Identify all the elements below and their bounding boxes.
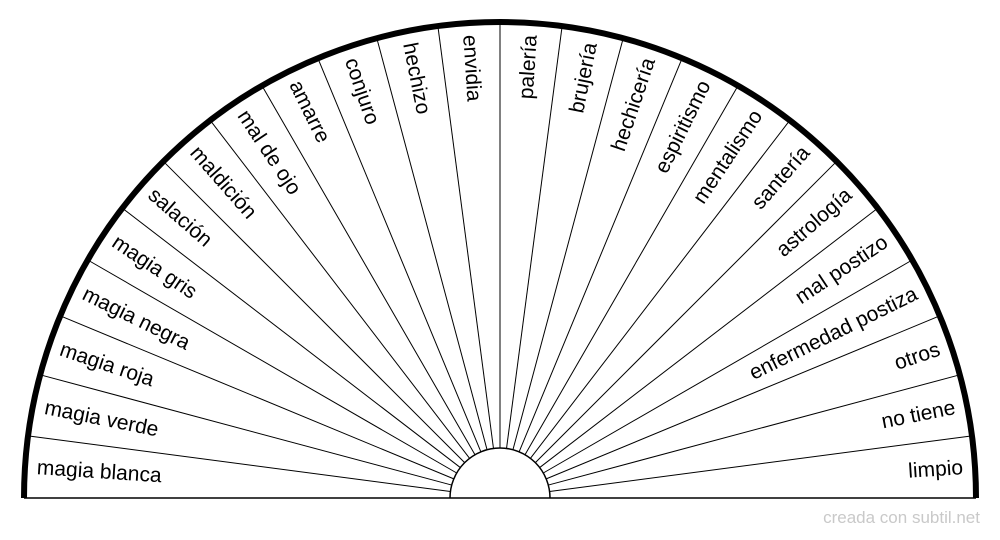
segment-divider (163, 161, 465, 463)
segment-label: astrología (772, 183, 857, 261)
segment-label: palería (515, 34, 542, 100)
segment-divider (261, 85, 476, 455)
segment-label: envidia (458, 34, 485, 102)
segment-label: no tiene (880, 396, 958, 433)
segment-label: otros (891, 338, 943, 375)
segment-label: limpio (908, 456, 964, 483)
segment-divider (122, 207, 461, 468)
segment-label: magia verde (43, 396, 161, 441)
segment-divider (40, 374, 452, 486)
segment-label: maldición (185, 142, 261, 224)
segment-divider (546, 315, 940, 480)
segment-divider (209, 120, 470, 459)
segment-divider (437, 26, 494, 449)
segment-label: magia blanca (36, 456, 162, 487)
segment-label: hechizo (398, 41, 435, 116)
watermark-credit: creada con subtil.net (823, 508, 980, 527)
segment-divider (535, 161, 837, 463)
segment-label: mal de ojo (233, 106, 306, 199)
segment-divider (60, 315, 454, 480)
outer-arc (21, 19, 979, 499)
segment-label: enfermedad postiza (746, 282, 922, 384)
segment-divider (87, 259, 457, 474)
segment-divider (549, 435, 972, 492)
segment-divider (530, 120, 791, 459)
segment-divider (376, 38, 488, 450)
segment-divider (518, 58, 683, 452)
segment-label: espiritismo (651, 77, 716, 177)
segment-label: santería (747, 141, 815, 213)
segment-divider (543, 259, 913, 474)
segment-label: amarre (284, 77, 334, 147)
segment-label: salación (144, 183, 217, 251)
segment-label: conjuro (340, 55, 384, 128)
segment-divider (524, 85, 739, 455)
segment-label: brujería (565, 40, 602, 115)
segment-divider (539, 207, 878, 468)
inner-hub-arc (449, 447, 551, 499)
segment-divider (512, 38, 624, 450)
segment-divider (28, 435, 451, 492)
segment-divider (506, 26, 563, 449)
chart-spokes (28, 22, 972, 492)
segment-label: magia gris (108, 231, 201, 304)
segment-divider (548, 374, 960, 486)
segment-divider (317, 58, 482, 452)
